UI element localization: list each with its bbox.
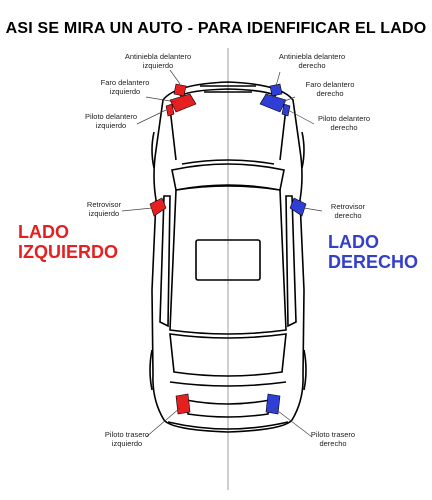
callout-front-indicator-right: Piloto delantero derecho — [306, 114, 382, 132]
callout-label: Retrovisor — [86, 200, 122, 209]
headlight-right — [259, 93, 287, 113]
left-side-label-line1: LADO — [18, 222, 69, 242]
mirror-right — [289, 197, 307, 217]
callout-label: Retrovisor — [330, 202, 366, 211]
diagram-title: ASI SE MIRA UN AUTO - PARA IDENFIFICAR E… — [5, 20, 427, 37]
callout-label: Antiniebla delantero — [278, 52, 346, 61]
callout-headlight-right: Faro delantero derecho — [292, 80, 368, 98]
callout-label: Piloto trasero — [310, 430, 356, 439]
callout-label: Antiniebla delantero — [124, 52, 192, 61]
callout-mirror-right: Retrovisor derecho — [318, 202, 378, 220]
callout-label: izquierdo — [111, 439, 143, 448]
callout-label: Piloto trasero — [104, 430, 150, 439]
rear-light-left — [175, 393, 191, 415]
left-side-label-line2: IZQUIERDO — [18, 242, 119, 262]
callout-label: Piloto delantero — [317, 114, 371, 123]
callout-label: derecho — [330, 123, 358, 132]
callout-label: izquierdo — [88, 209, 120, 218]
callout-label: derecho — [316, 89, 344, 98]
callout-headlight-left: Faro delantero izquierdo — [90, 78, 160, 96]
leader-lines — [121, 69, 323, 438]
callout-label: derecho — [298, 61, 326, 70]
left-side-label: LADO IZQUIERDO — [18, 222, 118, 262]
fog-light-left — [173, 83, 187, 97]
right-side-label-line2: DERECHO — [328, 252, 419, 272]
front-indicator-left — [165, 103, 175, 117]
headlight-left — [169, 93, 197, 113]
rear-light-right — [265, 393, 281, 415]
callout-label: derecho — [334, 211, 362, 220]
callout-rear-light-right: Piloto trasero derecho — [298, 430, 368, 448]
callout-label: derecho — [319, 439, 347, 448]
left-highlights — [149, 83, 197, 415]
front-indicator-right — [281, 103, 291, 117]
callout-label: Piloto delantero — [84, 112, 138, 121]
callout-mirror-left: Retrovisor izquierdo — [74, 200, 134, 218]
callout-front-indicator-left: Piloto delantero izquierdo — [76, 112, 146, 130]
right-side-label-line1: LADO — [328, 232, 379, 252]
car-outline — [149, 81, 307, 433]
callout-label: Faro delantero — [305, 80, 355, 89]
callout-label: izquierdo — [95, 121, 127, 130]
callout-label: izquierdo — [109, 87, 141, 96]
callout-label: Faro delantero — [100, 78, 150, 87]
right-side-label: LADO DERECHO — [328, 232, 418, 272]
callout-label: izquierdo — [142, 61, 174, 70]
callout-rear-light-left: Piloto trasero izquierdo — [92, 430, 162, 448]
mirror-left — [149, 197, 167, 217]
callout-fog-light-left: Antiniebla delantero izquierdo — [112, 52, 204, 70]
callout-fog-light-right: Antiniebla delantero derecho — [262, 52, 362, 70]
right-highlights — [259, 83, 307, 415]
